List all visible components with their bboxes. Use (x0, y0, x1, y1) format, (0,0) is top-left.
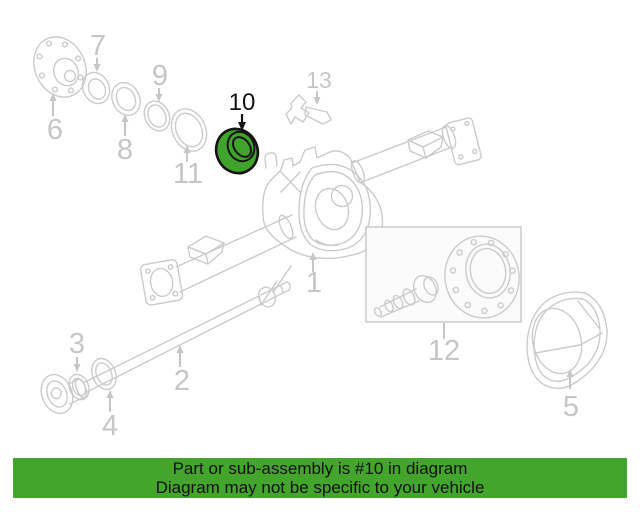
label-8-text: 8 (117, 134, 133, 166)
part-label-12: 12 (428, 323, 460, 367)
label-10-text: 10 (229, 89, 256, 116)
part-label-8: 8 (117, 114, 133, 166)
label-2-text: 2 (174, 365, 190, 397)
label-12-text: 12 (428, 335, 460, 367)
part-label-7: 7 (90, 30, 106, 72)
part-7-seal (81, 71, 111, 105)
part-label-1: 1 (306, 252, 322, 299)
part-label-4: 4 (102, 390, 118, 442)
part-10-highlighted-seal (214, 127, 260, 175)
label-6-text: 6 (47, 114, 63, 146)
part-8-ring (111, 81, 141, 117)
part-2-axle-shaft (40, 281, 291, 415)
label-13-text: 13 (306, 67, 332, 93)
part-6-hub-flange (33, 36, 87, 98)
part-12-box (365, 226, 522, 323)
part-label-5: 5 (563, 369, 579, 423)
part-label-2: 2 (174, 345, 190, 397)
part-13-bracket-clip (285, 94, 332, 125)
highlight-notice-banner: Part or sub-assembly is #10 in diagram D… (13, 458, 627, 498)
part-label-9: 9 (152, 60, 168, 102)
banner-line-2: Diagram may not be specific to your vehi… (155, 478, 485, 497)
label-4-text: 4 (102, 410, 118, 442)
label-3-text: 3 (69, 328, 85, 360)
part-9-ring (143, 100, 171, 132)
part-12-ring-and-pinion (365, 226, 522, 323)
banner-line-1: Part or sub-assembly is #10 in diagram (172, 459, 468, 478)
part-11-bearing-race (170, 108, 208, 152)
part-label-11: 11 (173, 145, 203, 190)
label-7-text: 7 (90, 30, 106, 62)
part-label-6: 6 (47, 93, 63, 146)
label-9-text: 9 (152, 60, 168, 92)
part-label-3: 3 (69, 328, 85, 372)
part-label-10-highlighted: 10 (229, 89, 256, 131)
label-11-text: 11 (173, 158, 203, 190)
part-4-ring (91, 357, 117, 391)
part-label-13: 13 (306, 67, 332, 105)
part-3-ring (68, 373, 90, 401)
part-5-diff-cover (526, 291, 608, 390)
label-1-text: 1 (306, 267, 322, 299)
label-5-text: 5 (563, 391, 579, 423)
